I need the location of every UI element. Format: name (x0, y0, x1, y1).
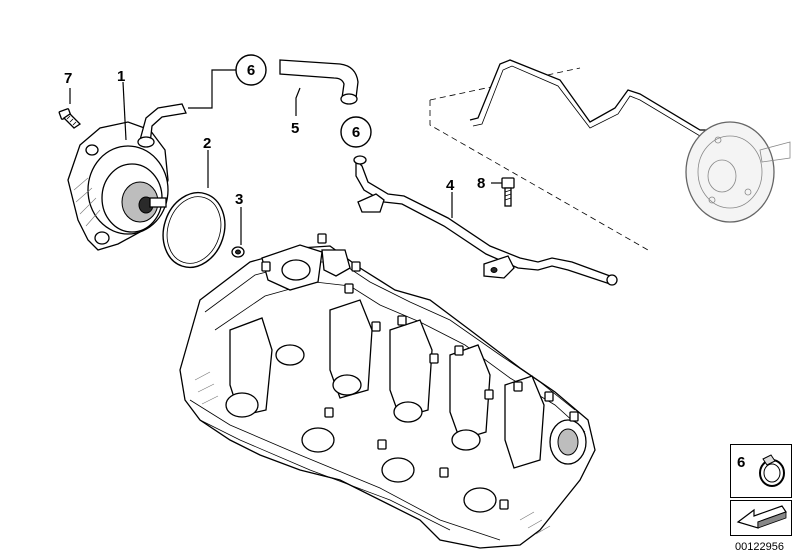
callout-6-mid-label: 6 (352, 124, 360, 141)
bolt-7 (58, 108, 82, 129)
callout-6-mid: 6 (340, 116, 372, 148)
legend-clamp-box: 6 (730, 444, 792, 498)
direction-arrow-box (730, 500, 792, 536)
o-ring (162, 191, 226, 269)
vacuum-line (353, 155, 618, 286)
vacuum-hose (279, 59, 359, 105)
cylinder-head (179, 233, 596, 549)
callout-6-top-label: 6 (247, 62, 255, 79)
callout-8: 8 (477, 175, 485, 192)
leader-lines (69, 69, 502, 245)
vacuum-pump (67, 103, 187, 251)
direction-arrow-icon (736, 505, 787, 529)
bolt-8 (501, 177, 515, 207)
reference-number: 00122956 (735, 541, 784, 553)
callout-6-top: 6 (235, 54, 267, 86)
callouts: 1 7 2 3 5 4 8 6 6 (64, 54, 485, 208)
legend-number: 6 (737, 454, 746, 471)
seal-ring (231, 246, 245, 258)
brake-booster-context (429, 59, 791, 251)
callout-1: 1 (117, 68, 125, 85)
callout-5: 5 (291, 120, 299, 137)
callout-4: 4 (446, 177, 455, 194)
hose-clamp-icon (759, 454, 785, 487)
callout-2: 2 (203, 135, 211, 152)
callout-7: 7 (64, 70, 72, 87)
callout-3: 3 (235, 191, 243, 208)
